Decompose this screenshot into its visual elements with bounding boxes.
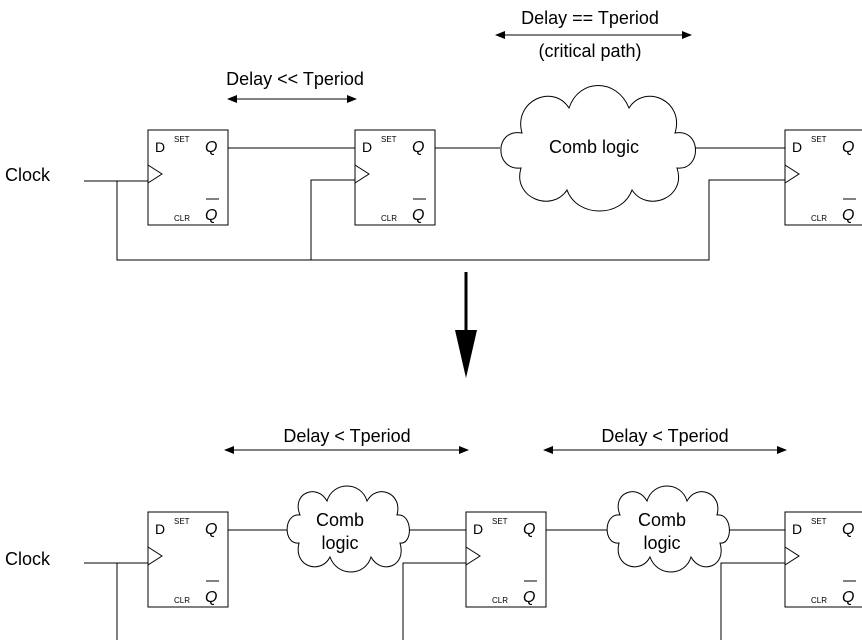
svg-text:D: D: [155, 521, 165, 537]
svg-text:CLR: CLR: [174, 214, 190, 223]
top-clock-label: Clock: [5, 165, 51, 185]
svg-text:CLR: CLR: [811, 214, 827, 223]
bottom-clock-wires: [84, 562, 785, 640]
svg-text:Q: Q: [205, 207, 217, 224]
top-flipflop-2: D SET Q CLR Q: [354, 129, 436, 226]
bottom-flipflop-2: D SET Q CLR Q: [465, 511, 547, 608]
svg-text:Q: Q: [842, 589, 854, 606]
svg-text:CLR: CLR: [381, 214, 397, 223]
svg-text:SET: SET: [492, 517, 508, 526]
svg-text:SET: SET: [811, 135, 827, 144]
svg-text:Q: Q: [412, 207, 424, 224]
svg-text:SET: SET: [174, 135, 190, 144]
bottom-pipeline: Clock D SET Q CLR Q D SET Q CLR: [5, 426, 862, 640]
svg-text:CLR: CLR: [811, 596, 827, 605]
svg-text:Q: Q: [412, 139, 424, 156]
top-comb-logic-label: Comb logic: [549, 137, 639, 157]
top-critical-delay-label: Delay == Tperiod: [521, 8, 659, 28]
top-short-delay-label: Delay << Tperiod: [226, 69, 364, 89]
svg-text:SET: SET: [381, 135, 397, 144]
bottom-flipflop-3: D SET Q CLR Q: [784, 511, 862, 608]
svg-text:D: D: [473, 521, 483, 537]
bottom-stage1-delay-label: Delay < Tperiod: [283, 426, 410, 446]
svg-text:D: D: [362, 139, 372, 155]
top-flipflop-3: D SET Q CLR Q: [784, 129, 862, 226]
top-clock-wires: [84, 179, 785, 261]
svg-text:Q: Q: [842, 521, 854, 538]
bottom-stage2-delay-label: Delay < Tperiod: [601, 426, 728, 446]
bottom-comb2-line1: Comb: [638, 510, 686, 530]
bottom-comb2-line2: logic: [643, 533, 680, 553]
top-pipeline: Clock D SET Q CLR Q D SET Q CLR: [5, 8, 862, 261]
top-critical-path-label: (critical path): [538, 41, 641, 61]
svg-text:Q: Q: [842, 207, 854, 224]
svg-text:D: D: [792, 521, 802, 537]
svg-text:SET: SET: [811, 517, 827, 526]
svg-text:Q: Q: [205, 139, 217, 156]
svg-text:Q: Q: [523, 589, 535, 606]
svg-text:CLR: CLR: [492, 596, 508, 605]
svg-text:D: D: [155, 139, 165, 155]
bottom-comb1-line1: Comb: [316, 510, 364, 530]
top-flipflop-1: D SET Q CLR Q: [147, 129, 229, 226]
transform-arrow: [455, 272, 477, 378]
svg-text:Q: Q: [842, 139, 854, 156]
bottom-flipflop-1: D SET Q CLR Q: [147, 511, 229, 608]
svg-text:Q: Q: [205, 589, 217, 606]
svg-text:Q: Q: [205, 521, 217, 538]
bottom-clock-label: Clock: [5, 549, 51, 569]
bottom-comb1-line2: logic: [321, 533, 358, 553]
svg-text:CLR: CLR: [174, 596, 190, 605]
svg-text:Q: Q: [523, 521, 535, 538]
svg-text:SET: SET: [174, 517, 190, 526]
svg-text:D: D: [792, 139, 802, 155]
